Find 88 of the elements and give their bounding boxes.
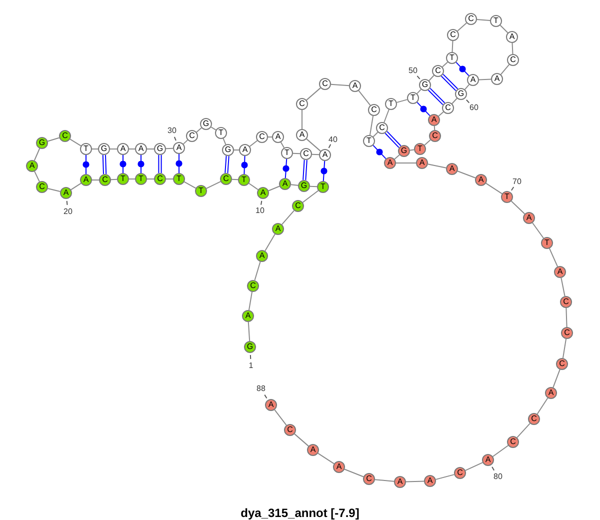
backbone-line (396, 99, 408, 103)
backbone-line (562, 338, 567, 359)
backbone-line (532, 222, 544, 239)
backbone-line (146, 178, 154, 180)
position-number: 20 (64, 208, 72, 216)
backbone-line (464, 462, 484, 471)
backbone-line (566, 308, 568, 328)
backbone-line (290, 184, 299, 186)
backbone-line (416, 88, 422, 94)
backbone-line (128, 178, 136, 180)
position-number: 50 (408, 67, 418, 75)
backbone-line (409, 149, 415, 151)
backbone-line (456, 22, 468, 32)
backbone-line (146, 148, 154, 150)
backbone-line (110, 178, 118, 180)
backbone-line (560, 277, 566, 297)
backbone-line (110, 148, 118, 150)
backbone-line (344, 468, 364, 478)
backbone-line (374, 479, 395, 482)
backbone-line (552, 369, 560, 388)
backbone-line (424, 139, 431, 146)
backbone-line (427, 164, 447, 168)
backbone-line (206, 181, 222, 189)
backbone-line (268, 186, 280, 192)
backbone-line (166, 178, 174, 180)
backbone-line (310, 186, 318, 188)
backbone-line (500, 64, 510, 75)
backbone-line (268, 136, 272, 138)
backbone-line (280, 142, 285, 148)
backbone-line (281, 210, 295, 225)
backbone-line (232, 178, 238, 180)
position-number: 80 (494, 473, 502, 481)
backbone-line (264, 234, 276, 252)
backbone-line (442, 62, 448, 68)
position-number: 70 (512, 178, 522, 186)
backbone-line (248, 322, 250, 342)
backbone-line (70, 182, 82, 190)
backbone-line (457, 170, 476, 178)
position-number: 10 (256, 207, 264, 215)
backbone-line (452, 98, 458, 104)
backbone-line (428, 74, 434, 82)
position-number: 1 (248, 362, 254, 370)
caption: dya_315_annot [-7.9] (240, 505, 360, 520)
backbone-line (249, 140, 258, 147)
backbone-line (478, 78, 492, 80)
backbone-line (34, 148, 40, 161)
backbone-line (47, 188, 61, 192)
backbone-line (406, 480, 424, 482)
backbone-line (254, 261, 261, 281)
backbone-line (452, 40, 454, 52)
position-number: 88 (256, 385, 266, 393)
backbone-line (184, 181, 196, 189)
position-number: 30 (168, 127, 176, 135)
backbone-line (536, 398, 548, 414)
backbone-line (92, 148, 98, 150)
backbone-line (306, 138, 321, 152)
backbone-line (34, 170, 40, 182)
backbone-line (435, 474, 455, 480)
backbone-line (516, 422, 530, 438)
backbone-line (486, 182, 502, 194)
backbone-line (166, 148, 174, 150)
backbone-line (510, 200, 526, 214)
backbone-line (434, 126, 436, 130)
backbone-line (248, 182, 259, 190)
backbone-line (330, 84, 350, 86)
backbone-line (369, 115, 374, 136)
backbone-line (318, 452, 334, 464)
backbone-line (476, 18, 491, 22)
backbone-line (70, 138, 82, 146)
backbone-line (302, 190, 319, 203)
backbone-line (47, 137, 60, 142)
backbone-line (128, 148, 136, 150)
backbone-line (294, 433, 309, 447)
backbone-line (292, 152, 300, 154)
backbone-line (384, 109, 390, 123)
backbone-line (500, 24, 508, 34)
backbone-line (372, 132, 378, 138)
position-number: 60 (470, 104, 478, 112)
backbone-line (248, 291, 253, 311)
backbone-line (512, 42, 514, 54)
backbone-line (396, 162, 416, 164)
backbone-line (358, 90, 371, 106)
backbone-line (312, 154, 320, 156)
backbone-line (548, 248, 558, 268)
position-number: 40 (328, 136, 338, 144)
backbone-line (492, 445, 509, 457)
backbone-line (306, 87, 321, 101)
backbone-line (274, 409, 287, 426)
